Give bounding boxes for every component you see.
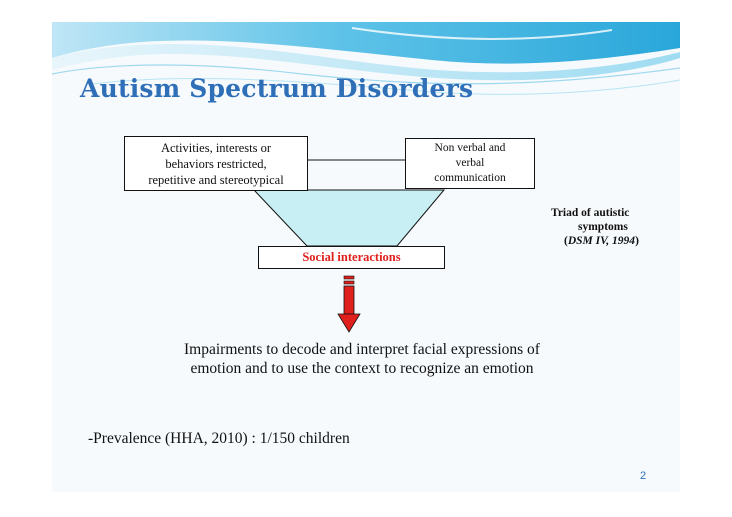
box-left-line: behaviors restricted, xyxy=(165,156,267,171)
restricted-behaviors-box: Activities, interests or behaviors restr… xyxy=(124,136,308,191)
box-right-line: communication xyxy=(434,172,506,184)
social-interactions-label: Social interactions xyxy=(302,250,401,264)
triad-paren-close: ) xyxy=(635,235,639,247)
triad-line1: Triad of autistic xyxy=(551,207,630,219)
box-left-line: repetitive and stereotypical xyxy=(148,172,284,187)
communication-box: Non verbal and verbal communication xyxy=(405,138,535,189)
triad-reference: DSM IV, 1994 xyxy=(567,235,636,247)
triad-paren-open: ( xyxy=(564,235,568,247)
triad-triangle xyxy=(252,189,446,247)
impairments-line: Impairments to decode and interpret faci… xyxy=(184,341,540,358)
triad-line2: symptoms xyxy=(578,221,628,233)
triad-diagram xyxy=(252,159,446,333)
page-number: 2 xyxy=(640,470,647,482)
prevalence-text: -Prevalence (HHA, 2010) : 1/150 children xyxy=(88,430,350,447)
down-arrow-icon xyxy=(337,275,361,333)
page-title: Autism Spectrum Disorders xyxy=(80,74,474,103)
social-interactions-box: Social interactions xyxy=(258,246,445,269)
header-swoosh xyxy=(52,22,680,95)
triad-caption: Triad of autistic symptoms (DSM IV, 1994… xyxy=(534,206,680,248)
box-left-line: Activities, interests or xyxy=(160,140,272,155)
impairments-line: emotion and to use the context to recogn… xyxy=(190,360,534,377)
impairments-text: Impairments to decode and interpret faci… xyxy=(112,340,612,378)
box-right-line: verbal xyxy=(455,157,485,169)
triad-line3: (DSM IV, 1994) xyxy=(534,234,680,248)
slide: Autism Spectrum Disorders Activities, in… xyxy=(52,22,680,492)
box-right-line: Non verbal and xyxy=(434,142,506,154)
